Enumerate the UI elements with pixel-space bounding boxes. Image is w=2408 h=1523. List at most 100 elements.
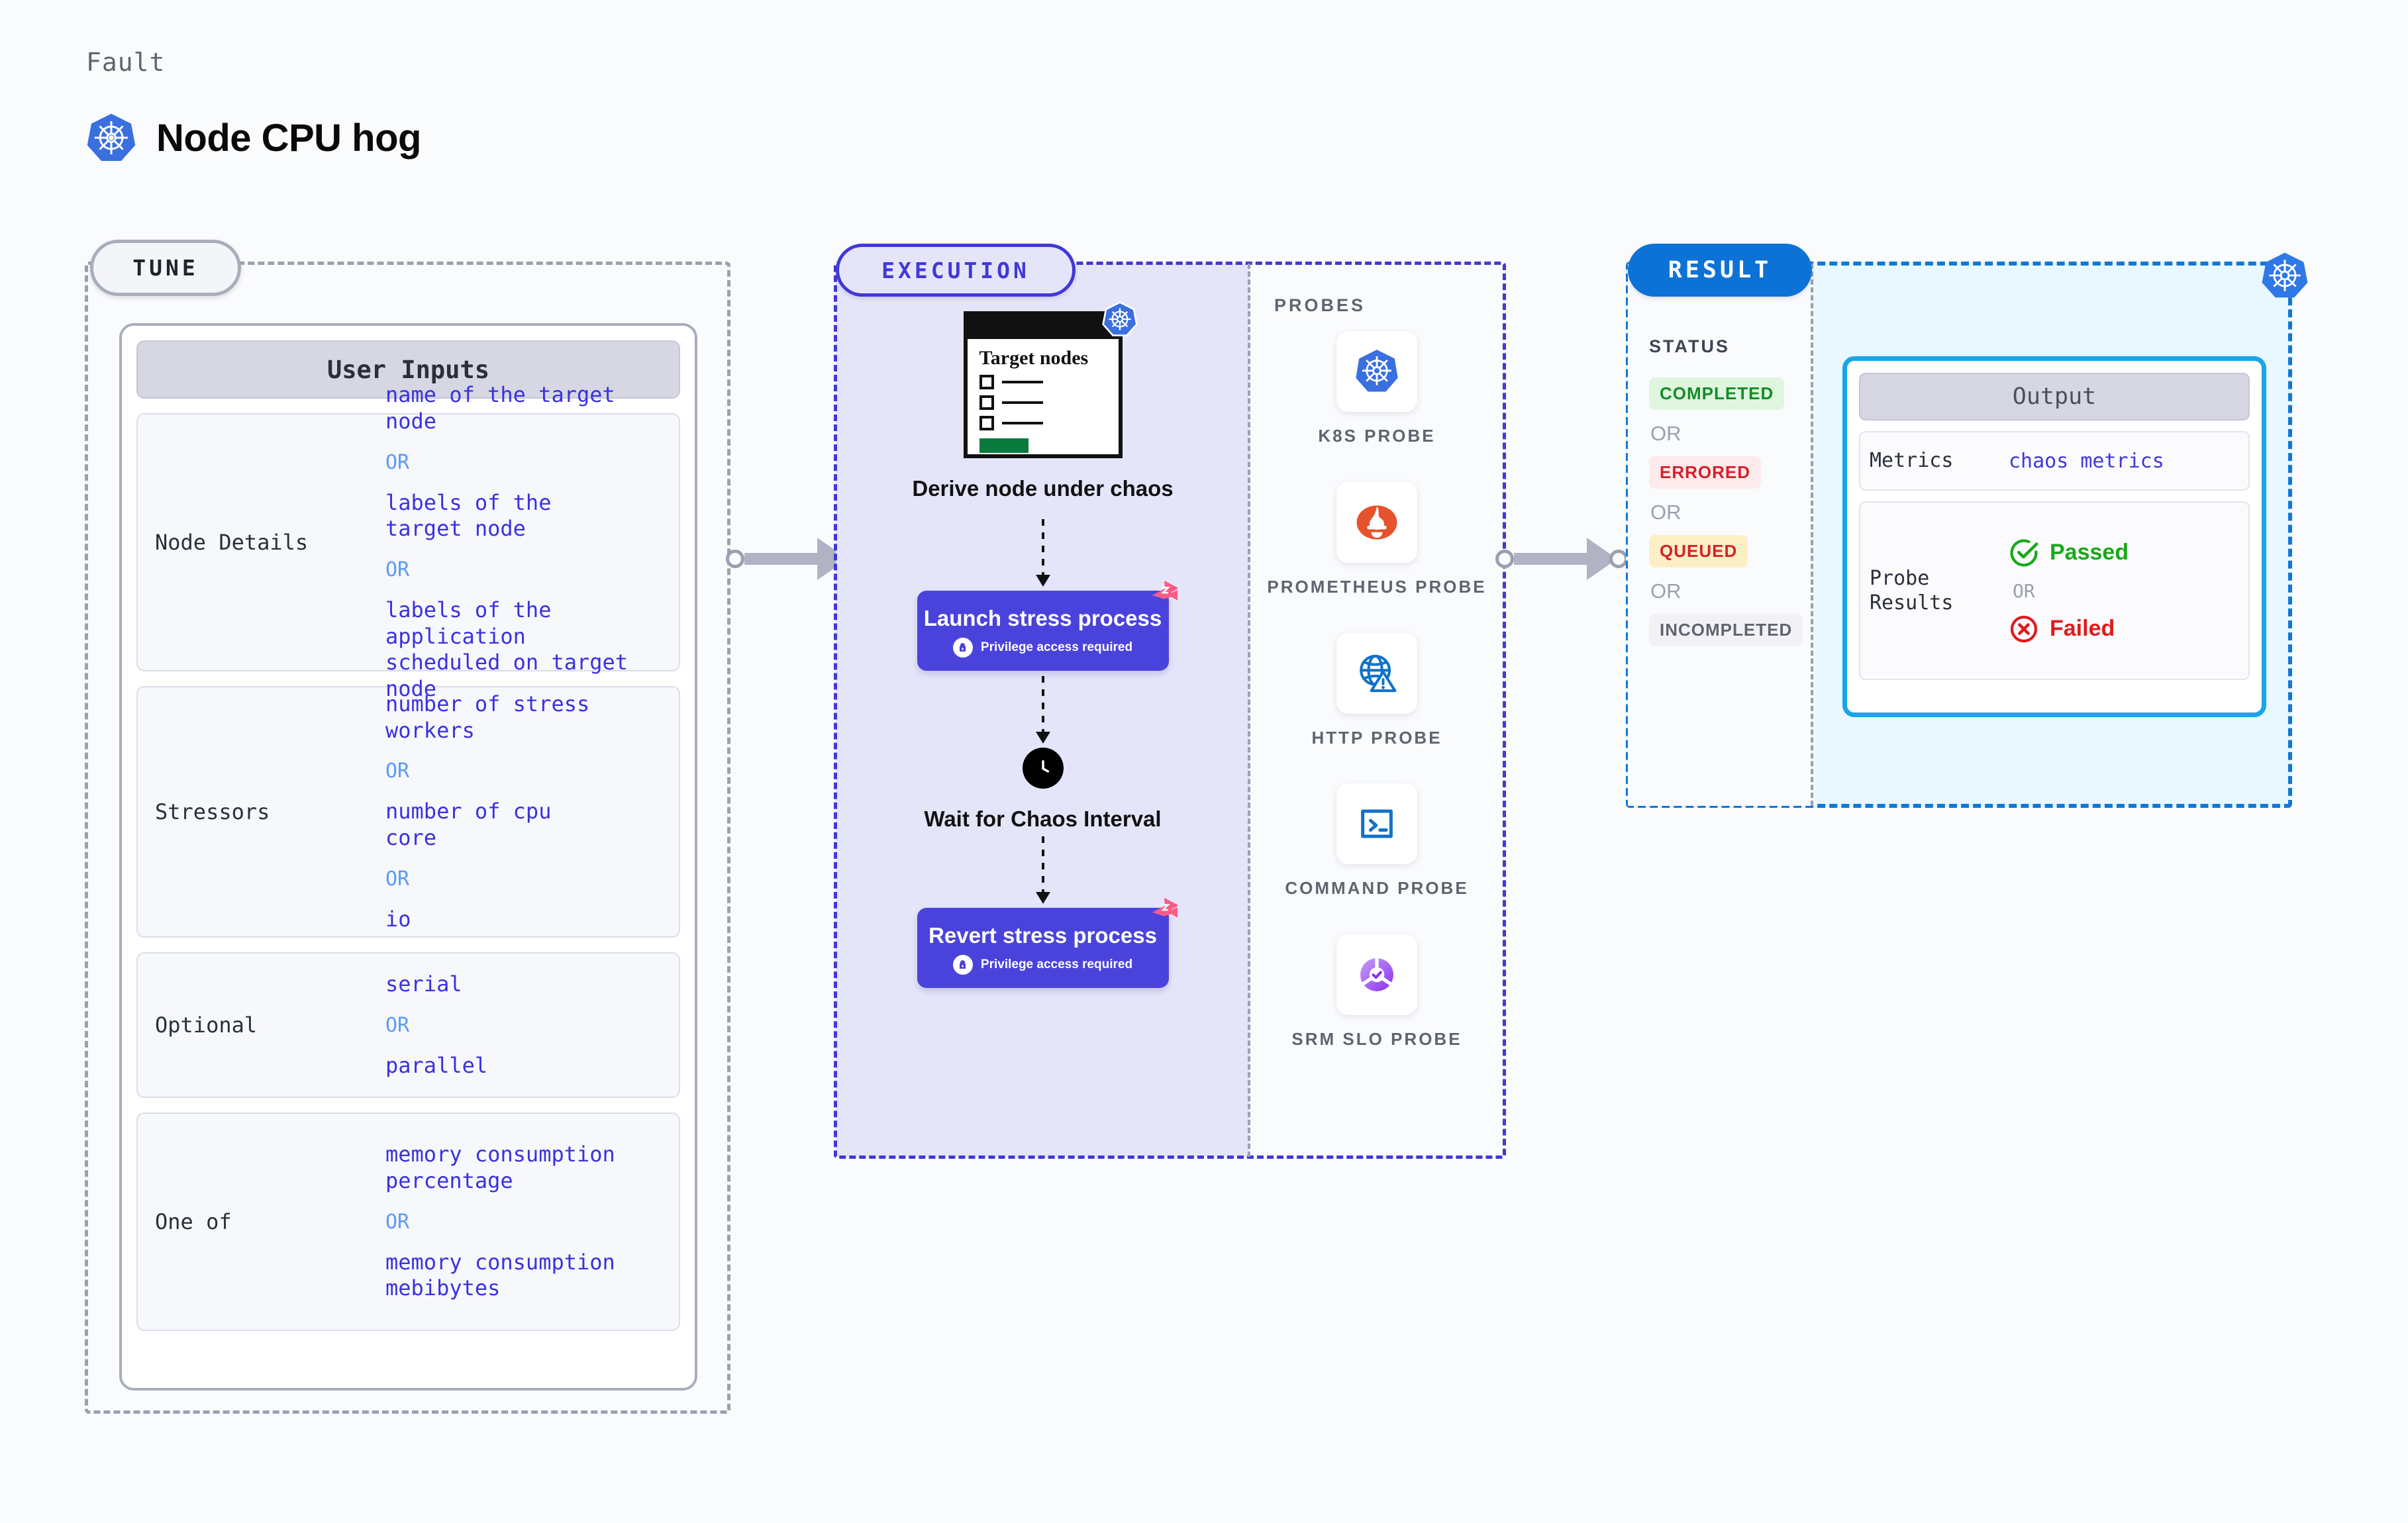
probe-item-k8s[interactable]: K8S PROBE [1318, 331, 1435, 448]
output-card: Output Metrics chaos metrics Probe Resul… [1842, 356, 2266, 717]
row-value: labels of the target node [385, 489, 552, 542]
input-row-one-of: One of memory consumption percentage OR … [136, 1112, 680, 1331]
target-nodes-title: Target nodes [979, 347, 1089, 369]
probe-item-prometheus[interactable]: PROMETHEUS PROBE [1267, 481, 1487, 599]
row-key: Stressors [155, 799, 270, 824]
prometheus-icon [1356, 505, 1397, 540]
row-value: parallel [385, 1052, 488, 1078]
status-separator: OR [1650, 501, 1681, 524]
step-revert-stress-process[interactable]: Revert stress process Privilege access r… [917, 897, 1178, 988]
srm-slo-icon [1360, 956, 1393, 992]
probe-result-failed: Failed [2009, 614, 2129, 644]
fault-kicker: Fault [86, 48, 166, 77]
probe-label: HTTP PROBE [1311, 727, 1442, 748]
checkbox-icon [979, 395, 994, 410]
connector-shaft [1514, 553, 1588, 565]
status-list: COMPLETED OR ERRORED OR QUEUED OR INCOMP… [1649, 377, 1808, 646]
kubernetes-icon [2262, 252, 2308, 298]
step-label-derive-node: Derive node under chaos [912, 476, 1174, 501]
probe-tile [1336, 934, 1417, 1016]
tune-region [85, 262, 730, 1414]
flow-arrow [1035, 519, 1050, 587]
row-key: Optional [155, 1012, 258, 1038]
privilege-note-text: Privilege access required [980, 640, 1133, 654]
connector-node [1609, 550, 1628, 568]
probe-item-srm-slo[interactable]: SRM SLO PROBE [1291, 934, 1462, 1051]
row-separator: OR [385, 760, 410, 783]
kubernetes-icon [1356, 350, 1398, 392]
step-label-wait-chaos-interval: Wait for Chaos Interval [924, 806, 1162, 831]
checkbox-icon [979, 374, 994, 389]
status-label: STATUS [1649, 336, 1730, 356]
checkbox-row [979, 415, 1119, 430]
row-separator: OR [385, 558, 410, 581]
probe-result-passed: Passed [2009, 538, 2129, 568]
harness-chaos-icon [1152, 581, 1178, 601]
row-value: labels of the application scheduled on t… [385, 597, 628, 702]
lock-icon [952, 637, 973, 658]
row-value: io [385, 906, 411, 932]
probes-list: K8S PROBE PROMETHEUS PROBE [1248, 331, 1506, 1051]
status-separator: OR [1650, 579, 1681, 603]
probe-tile [1336, 481, 1417, 563]
output-key: Metrics [1870, 449, 1954, 473]
status-badge-errored: ERRORED [1649, 456, 1762, 489]
status-badge-incompleted: INCOMPLETED [1649, 614, 1803, 646]
checkbox-row [979, 395, 1119, 410]
kubernetes-icon [1101, 301, 1138, 336]
probe-label: PROMETHEUS PROBE [1267, 576, 1487, 597]
probe-tile [1336, 632, 1417, 714]
input-row-optional: Optional serial OR parallel [136, 952, 680, 1098]
line-placeholder [1001, 380, 1043, 383]
flow-arrow [1035, 675, 1050, 744]
probe-item-command[interactable]: COMMAND PROBE [1285, 783, 1468, 900]
tune-pill: TUNE [90, 240, 241, 296]
step-launch-stress-process[interactable]: Launch stress process Privilege access r… [917, 581, 1178, 671]
execution-region [834, 262, 1506, 1159]
lock-icon [952, 954, 973, 975]
checkbox-icon [979, 415, 994, 430]
row-value: name of the target node [385, 382, 615, 434]
probe-tile [1336, 783, 1417, 865]
row-key: One of [155, 1208, 232, 1234]
output-header: Output [1859, 373, 2250, 420]
connector-execution-result [1495, 538, 1628, 580]
row-separator: OR [385, 1210, 410, 1234]
output-key: Probe Results [1870, 566, 1954, 615]
output-value: chaos metrics [2009, 449, 2164, 473]
result-status-column [1628, 264, 1813, 806]
status-badge-completed: COMPLETED [1649, 377, 1785, 410]
probes-section-label: PROBES [1274, 295, 1366, 315]
check-circle-icon [2010, 538, 2038, 566]
connector-shaft [744, 553, 819, 565]
output-row-probe-results: Probe Results Passed OR Failed [1859, 501, 2250, 680]
card-titlebar [967, 315, 1119, 339]
probe-result-passed-label: Passed [2050, 540, 2129, 565]
row-value: number of cpu core [385, 799, 552, 850]
connector-node [726, 550, 744, 568]
user-inputs-card: User Inputs Node Details name of the tar… [119, 323, 697, 1391]
step-title: Launch stress process [923, 606, 1162, 631]
probe-label: SRM SLO PROBE [1291, 1029, 1462, 1050]
probe-label: COMMAND PROBE [1285, 878, 1469, 899]
execution-probes-divider [1248, 264, 1250, 1157]
fault-title-row: Node CPU hog [85, 111, 421, 164]
row-value: memory consumption percentage [385, 1142, 615, 1193]
probe-tile [1336, 331, 1417, 412]
privilege-note: Privilege access required [917, 954, 1169, 975]
probe-result-separator: OR [2013, 579, 2035, 602]
step-title: Revert stress process [928, 923, 1157, 948]
line-placeholder [1001, 401, 1043, 404]
row-key: Node Details [155, 529, 309, 555]
probe-item-http[interactable]: HTTP PROBE [1311, 632, 1442, 750]
line-placeholder [1001, 421, 1043, 424]
row-separator: OR [385, 867, 410, 891]
submit-bar [979, 438, 1028, 453]
execution-pill: EXECUTION [836, 244, 1076, 297]
user-inputs-header: User Inputs [136, 340, 680, 399]
x-circle-icon [2010, 615, 2038, 642]
probe-label: K8S PROBE [1318, 426, 1436, 446]
row-separator: OR [385, 1013, 410, 1037]
probe-result-failed-label: Failed [2050, 616, 2115, 641]
